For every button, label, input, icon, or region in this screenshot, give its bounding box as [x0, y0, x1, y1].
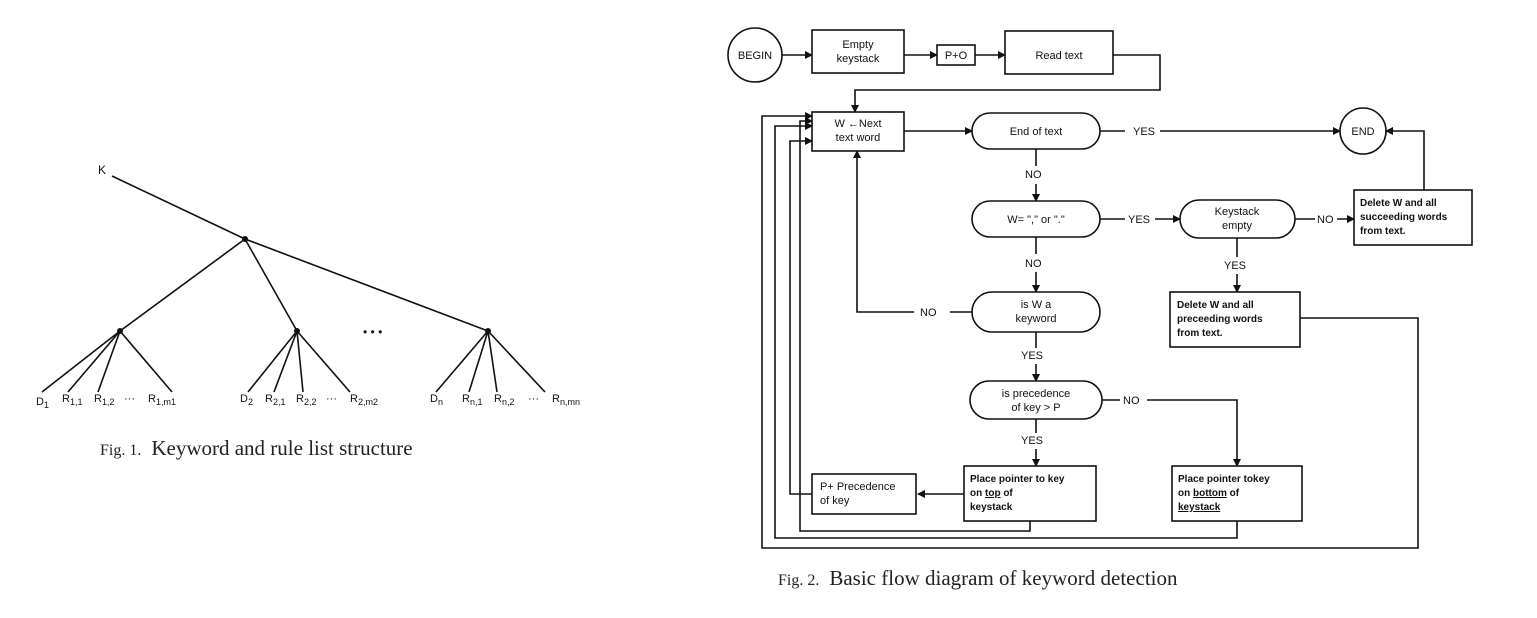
tree-edge: [97, 330, 121, 393]
tree-edge: [435, 330, 489, 393]
edge-label-no: NO: [1317, 214, 1334, 226]
flow-arrow: [761, 112, 1419, 549]
delete-preceeding-label: preceeding words: [1177, 314, 1263, 325]
tree-node: [242, 236, 248, 242]
leaf-r1m: R1,m1: [148, 393, 176, 407]
leaf-dots: ···: [528, 393, 539, 405]
fig2-caption: Fig. 2.Basic flow diagram of keyword det…: [778, 566, 1178, 590]
edge-label-no: NO: [1025, 169, 1042, 181]
leaf-r12: R1,2: [94, 393, 114, 407]
tree-edge: [119, 330, 173, 393]
flow-arrow: [789, 137, 813, 495]
precedence-label: is precedence: [1002, 388, 1071, 400]
fig2-flow-diagram: BEGIN Empty keystack P+O Read text W ←Ne…: [727, 27, 1473, 549]
leaf-r11: R1,1: [62, 393, 82, 407]
edge-label-yes: YES: [1224, 260, 1246, 272]
tree-edge: [41, 330, 121, 393]
keystack-empty-label: empty: [1222, 220, 1252, 232]
fig1-keyword-tree: K • • • D1 R1,1 R1,2 ··· R1,m1 D2 R2,1 R…: [36, 163, 580, 410]
tree-edge: [296, 330, 304, 393]
place-top-label: Place pointer to key: [970, 474, 1065, 485]
edge-label-yes: YES: [1133, 126, 1155, 138]
p-precedence-label: P+ Precedence: [820, 481, 896, 493]
leaf-r2m: R2,m2: [350, 393, 378, 407]
leaf-d2: D2: [240, 393, 253, 407]
p-precedence-label: of key: [820, 495, 850, 507]
tree-edge: [487, 330, 498, 393]
edge-label-yes: YES: [1128, 214, 1150, 226]
tree-edge: [296, 330, 351, 393]
delete-succeeding-box: [1353, 189, 1473, 246]
delete-succeeding-label: succeeding words: [1360, 212, 1448, 223]
next-word-label: text word: [836, 132, 881, 144]
flow-arrow: [851, 54, 1161, 113]
comma-period-label: W= "," or ".": [1007, 214, 1065, 226]
leaf-rn2: Rn,2: [494, 393, 514, 407]
place-bottom-box: [1171, 465, 1303, 522]
place-bottom-label: Place pointer tokey: [1178, 474, 1270, 485]
flow-arrow: [774, 122, 1238, 539]
empty-keystack-box: [811, 29, 905, 74]
p-zero-label: P+O: [945, 50, 968, 62]
flow-arrow: [799, 117, 1031, 532]
tree-edge: [468, 330, 489, 393]
edge-label-no: NO: [1123, 395, 1140, 407]
edge-label-yes: YES: [1021, 350, 1043, 362]
tree-edge: [244, 238, 298, 332]
empty-keystack-label: keystack: [837, 53, 880, 65]
leaf-rn1: Rn,1: [462, 393, 482, 407]
begin-label: BEGIN: [738, 50, 772, 62]
tree-edge: [247, 330, 298, 393]
read-text-box: [1004, 30, 1114, 75]
leaf-d1: D1: [36, 396, 49, 410]
place-bottom-label: keystack: [1178, 502, 1221, 513]
leaf-rnm: Rn,mn: [552, 393, 580, 407]
tree-edge: [273, 330, 298, 393]
delete-preceeding-label: Delete W and all: [1177, 300, 1254, 311]
leaf-dots: ···: [124, 393, 135, 405]
leaf-dn: Dn: [430, 393, 443, 407]
root-label-k: K: [98, 163, 106, 177]
tree-edge: [67, 330, 121, 393]
empty-keystack-label: Empty: [842, 39, 874, 51]
end-label: END: [1351, 126, 1374, 138]
flow-arrow: [1147, 399, 1241, 467]
fig1-caption: Fig. 1.Keyword and rule list structure: [100, 436, 413, 460]
next-word-box: [811, 111, 905, 152]
place-bottom-label: on bottom of: [1178, 488, 1240, 499]
flow-arrow: [1385, 127, 1425, 190]
is-keyword-decision: [971, 291, 1101, 333]
tree-edge: [111, 175, 246, 240]
leaf-r21: R2,1: [265, 393, 285, 407]
flow-arrow: [853, 150, 914, 313]
delete-preceeding-box: [1169, 291, 1301, 348]
delete-succeeding-label: from text.: [1360, 226, 1406, 237]
delete-succeeding-label: Delete W and all: [1360, 198, 1437, 209]
precedence-label: of key > P: [1011, 402, 1060, 414]
read-text-label: Read text: [1035, 50, 1082, 62]
is-keyword-label: keyword: [1016, 313, 1057, 325]
place-top-label: keystack: [970, 502, 1013, 513]
leaf-dots: ···: [326, 393, 337, 405]
tree-ellipsis: • • •: [363, 325, 382, 339]
next-word-label: W ←Next: [834, 118, 881, 130]
edge-label-no: NO: [1025, 258, 1042, 270]
keystack-empty-label: Keystack: [1215, 206, 1260, 218]
edge-label-yes: YES: [1021, 435, 1043, 447]
leaf-r22: R2,2: [296, 393, 316, 407]
place-top-label: on top of: [970, 488, 1013, 499]
tree-edge: [244, 238, 489, 332]
tree-edge: [487, 330, 546, 393]
is-keyword-label: is W a: [1021, 299, 1052, 311]
edge-label-no: NO: [920, 307, 937, 319]
end-of-text-label: End of text: [1010, 126, 1063, 138]
delete-preceeding-label: from text.: [1177, 328, 1223, 339]
p-precedence-box: [811, 473, 917, 515]
tree-edge: [119, 238, 246, 332]
